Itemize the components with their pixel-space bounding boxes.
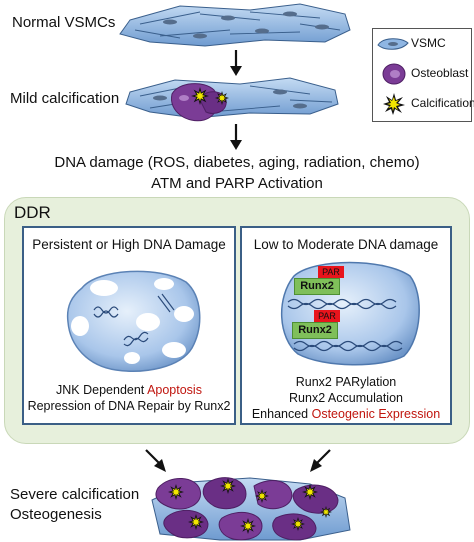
par-tag-1: PAR	[318, 266, 344, 278]
ddr-label: DDR	[14, 203, 51, 222]
arrow-to-severe-left	[145, 449, 166, 472]
normal-vsmc-sheet	[119, 3, 351, 47]
low-damage-title: Low to Moderate DNA damage	[253, 237, 439, 252]
runx2-accumulation-line: Runx2 Accumulation	[289, 391, 403, 405]
atm-parp-label: ATM and PARP Activation	[151, 175, 323, 192]
calcification-icon	[383, 93, 405, 115]
osteogenic-highlight: Osteogenic Expression	[311, 407, 441, 421]
apoptosis-prefix: JNK Dependent	[56, 383, 148, 397]
arrow-to-severe-right	[310, 449, 331, 472]
calcification-marker	[320, 506, 332, 518]
calcification-marker	[255, 489, 269, 503]
apoptosis-line: JNK Dependent Apoptosis	[24, 382, 234, 398]
osteogenic-prefix: Enhanced	[251, 407, 312, 421]
osteoblast-icon	[382, 63, 406, 85]
legend: VSMC Osteoblast Calcification	[372, 28, 474, 122]
calcification-marker	[168, 484, 184, 500]
dna-damage-label: DNA damage (ROS, diabetes, aging, radiat…	[54, 154, 420, 171]
nucleus-runx2-icon	[281, 261, 420, 366]
legend-item-osteoblast: Osteoblast	[373, 61, 471, 87]
runx2-tag-2: Runx2	[292, 322, 338, 339]
legend-osteoblast-label: Osteoblast	[411, 66, 469, 80]
arrow-down-2	[230, 124, 242, 150]
par-tag-2: PAR	[314, 310, 340, 322]
legend-vsmc-label: VSMC	[411, 36, 446, 50]
calcification-marker	[240, 518, 256, 534]
legend-calcification-label: Calcification	[411, 96, 474, 110]
dna-repair-repression-line: Repression of DNA Repair by Runx2	[27, 399, 231, 413]
low-damage-box: Low to Moderate DNA damage PAR Runx2 PAR…	[240, 226, 452, 425]
calcification-marker	[291, 517, 305, 531]
normal-vsmcs-label: Normal VSMCs	[12, 14, 116, 31]
vsmc-icon	[377, 38, 409, 50]
legend-item-vsmc: VSMC	[373, 31, 471, 57]
calcification-marker	[220, 478, 236, 494]
apoptosis-highlight: Apoptosis	[147, 383, 202, 397]
high-damage-box: Persistent or High DNA Damage JNK Depend…	[22, 226, 236, 425]
runx2-parylation-line: Runx2 PARylation	[295, 375, 397, 389]
mild-calcification-label: Mild calcification	[10, 90, 120, 107]
mild-calcification-sheet	[125, 77, 339, 122]
calcification-marker	[302, 484, 318, 500]
calcification-marker	[215, 91, 229, 105]
osteogenic-expression-line: Enhanced Osteogenic Expression	[242, 406, 450, 422]
runx2-tag-1: Runx2	[294, 278, 340, 295]
legend-item-calcification: Calcification	[373, 91, 474, 117]
fragmented-nucleus-icon	[66, 270, 201, 372]
osteogenesis-label: Osteogenesis	[10, 506, 102, 523]
calcification-marker	[188, 514, 204, 530]
high-damage-title: Persistent or High DNA Damage	[32, 237, 226, 252]
arrow-down-1	[230, 50, 242, 76]
severe-calcification-label: Severe calcification	[10, 486, 140, 503]
calcification-marker	[191, 87, 209, 105]
